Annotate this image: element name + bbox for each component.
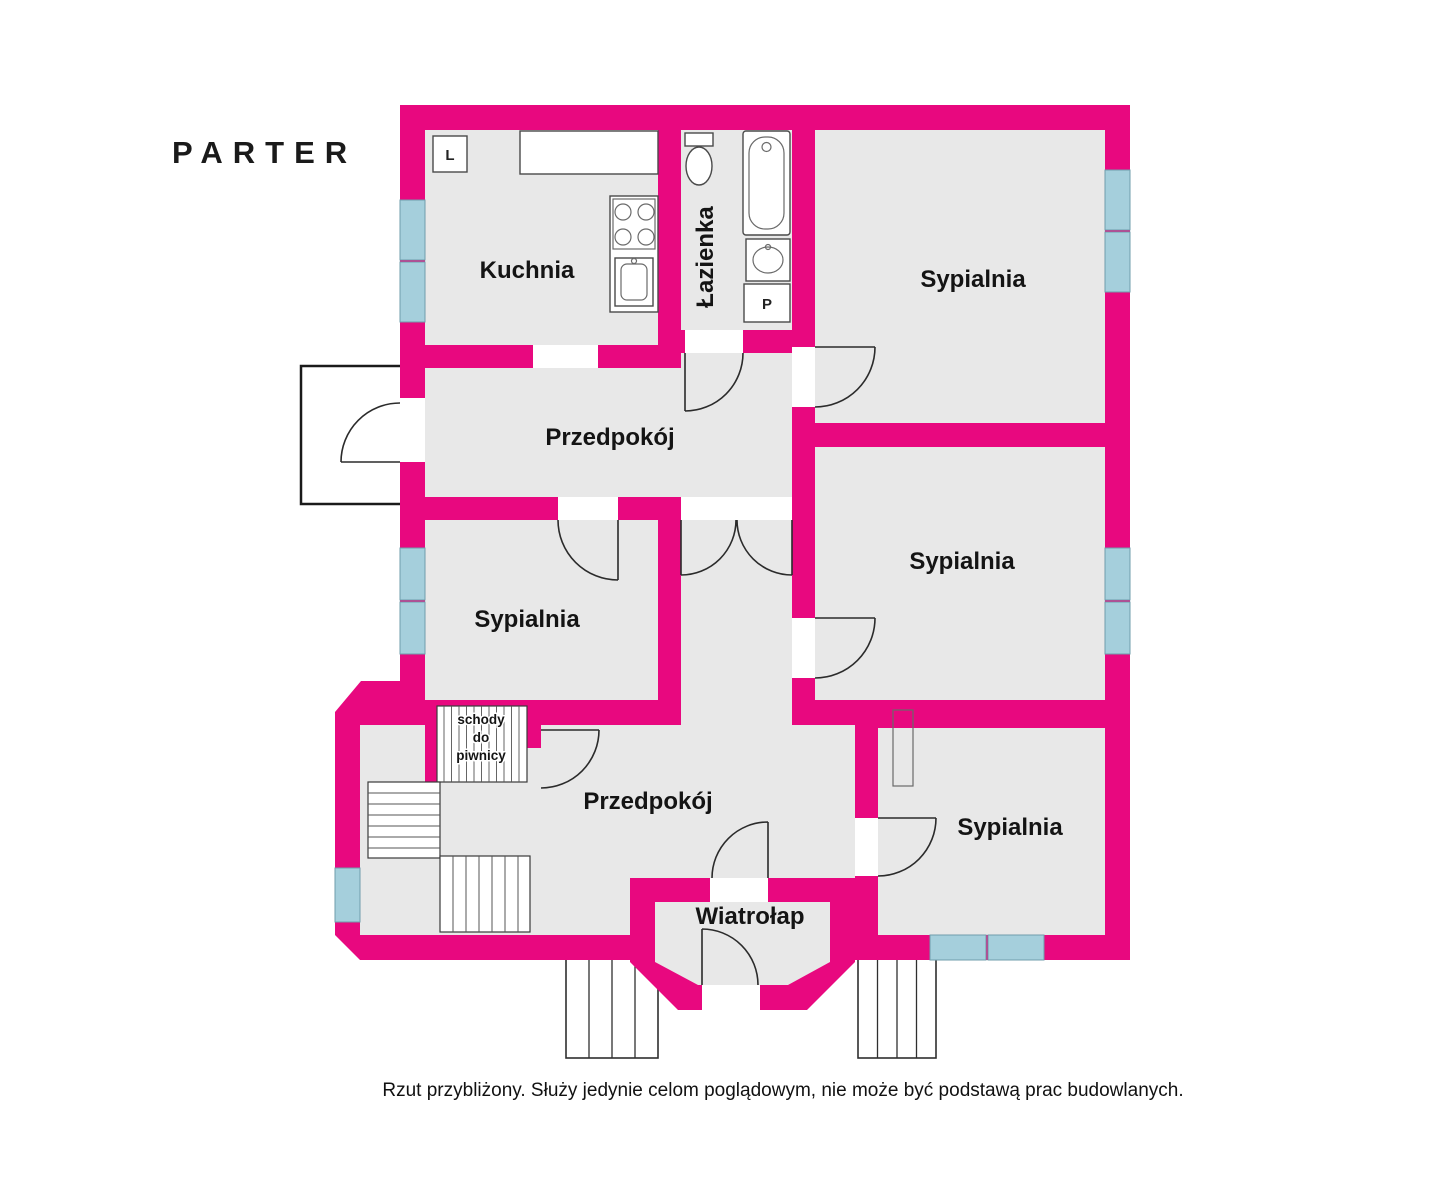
opening-bedroom-top-right (792, 347, 815, 407)
exterior-structures (299, 364, 937, 1059)
labels: PARTER Kuchnia Łazienka Sypialnia Przedp… (172, 135, 1184, 1101)
double-door-right-swing (736, 519, 793, 576)
opening-kitchen (533, 345, 598, 368)
opening-bedroom-left (558, 497, 618, 520)
window (399, 199, 426, 261)
bedroom-top-right-door-swing (814, 346, 876, 408)
burner (637, 203, 655, 221)
exterior-steps-right (857, 957, 937, 1059)
washer-label: P (762, 296, 772, 313)
window (929, 934, 987, 961)
burner (614, 228, 632, 246)
room-przedpokoj-upper-left (425, 368, 681, 497)
steps-right-treads (876, 958, 918, 1058)
bathtub-faucet (761, 141, 772, 153)
room-przedpokoj-upper-right (681, 353, 792, 497)
wiatrolap-inner-door-swing (711, 821, 769, 879)
stair-flight-lower-treads (452, 856, 519, 932)
wiatrolap-entry-door-swing (701, 928, 759, 986)
bathtub (742, 130, 791, 236)
basement-stairs-label-1: schody (457, 712, 505, 727)
basement-stairs (436, 705, 528, 783)
steps-left-treads (588, 958, 636, 1058)
window (1104, 231, 1131, 293)
basement-stairs-door-swing (540, 729, 600, 789)
room-label-sypialnia-bottom-right: Sypialnia (957, 814, 1063, 841)
window (399, 261, 426, 323)
room-sypialnia-left (425, 520, 658, 700)
opening-bedroom-bottom-right (855, 818, 878, 876)
fixtures (432, 130, 914, 787)
disclaimer-text: Rzut przybliżony. Służy jedynie celom po… (382, 1080, 1183, 1101)
opening-double-door (681, 497, 792, 520)
burner (614, 203, 632, 221)
fridge-label: L (445, 147, 454, 164)
opening-wiatrolap-entry (702, 985, 760, 1010)
toilet-bowl (685, 146, 713, 186)
entry-porch (299, 364, 404, 506)
room-label-sypialnia-top-right: Sypialnia (920, 266, 1026, 293)
room-label-kuchnia: Kuchnia (480, 257, 575, 284)
kitchen-counter (519, 130, 659, 175)
stove-burners (614, 203, 655, 246)
wall-stub-right (527, 700, 541, 748)
opening-bathroom (685, 330, 743, 353)
bedroom-middle-right-door-swing (814, 617, 876, 679)
window (334, 867, 361, 923)
window (399, 601, 426, 655)
bedroom-bottom-right-door-swing (877, 817, 937, 877)
basement-stairs-hatch (443, 706, 520, 782)
room-label-sypialnia-middle-right: Sypialnia (909, 548, 1015, 575)
window (1104, 601, 1131, 655)
windows (334, 169, 1131, 961)
floor-title: PARTER (172, 135, 357, 170)
room-sypialnia-top-right (815, 130, 1105, 423)
opening-front-door (400, 398, 425, 462)
stove (612, 198, 656, 250)
washer-box (743, 283, 791, 323)
room-corridor (681, 520, 792, 725)
opening-bedroom-middle-right (792, 618, 815, 678)
double-door-left-swing (680, 519, 737, 576)
window (987, 934, 1045, 961)
room-label-sypialnia-left: Sypialnia (474, 606, 580, 633)
bathroom-sink-faucet (764, 243, 772, 251)
room-label-przedpokoj-lower: Przedpokój (583, 788, 712, 815)
basement-stairs-label-3: piwnicy (456, 748, 506, 763)
door-leaf-slot (892, 709, 914, 787)
basement-stairs-box (436, 705, 528, 783)
window (1104, 169, 1131, 231)
doors (340, 346, 937, 986)
room-label-lazienka: Łazienka (692, 206, 719, 308)
window (399, 547, 426, 601)
door-openings (400, 330, 878, 1010)
bathtub-basin (748, 136, 785, 230)
bedroom-left-door-swing (557, 519, 619, 581)
bathroom-door-swing (684, 352, 744, 412)
room-sypialnia-bottom-right (878, 728, 1105, 935)
room-label-wiatrolap: Wiatrołap (695, 903, 804, 930)
stair-flight-upper-treads (368, 792, 440, 849)
basement-stairs-label-2: do (473, 730, 490, 745)
fridge-box (432, 135, 468, 173)
staircase (367, 781, 531, 933)
opening-wiatrolap-inner (710, 878, 768, 902)
stair-flight-upper (367, 781, 441, 859)
interior-wall-stubs (425, 700, 541, 786)
room-label-przedpokoj-upper: Przedpokój (545, 424, 674, 451)
room-wiatrolap (655, 902, 830, 985)
bathroom-sink-basin (752, 246, 784, 274)
stair-flight-lower (439, 855, 531, 933)
burner (637, 228, 655, 246)
toilet-tank (684, 132, 714, 147)
window (1104, 547, 1131, 601)
kitchen-sink-faucet (630, 257, 638, 265)
front-door-swing (340, 402, 401, 463)
wall-stub-left (425, 700, 437, 786)
room-sypialnia-middle-right (815, 447, 1105, 700)
